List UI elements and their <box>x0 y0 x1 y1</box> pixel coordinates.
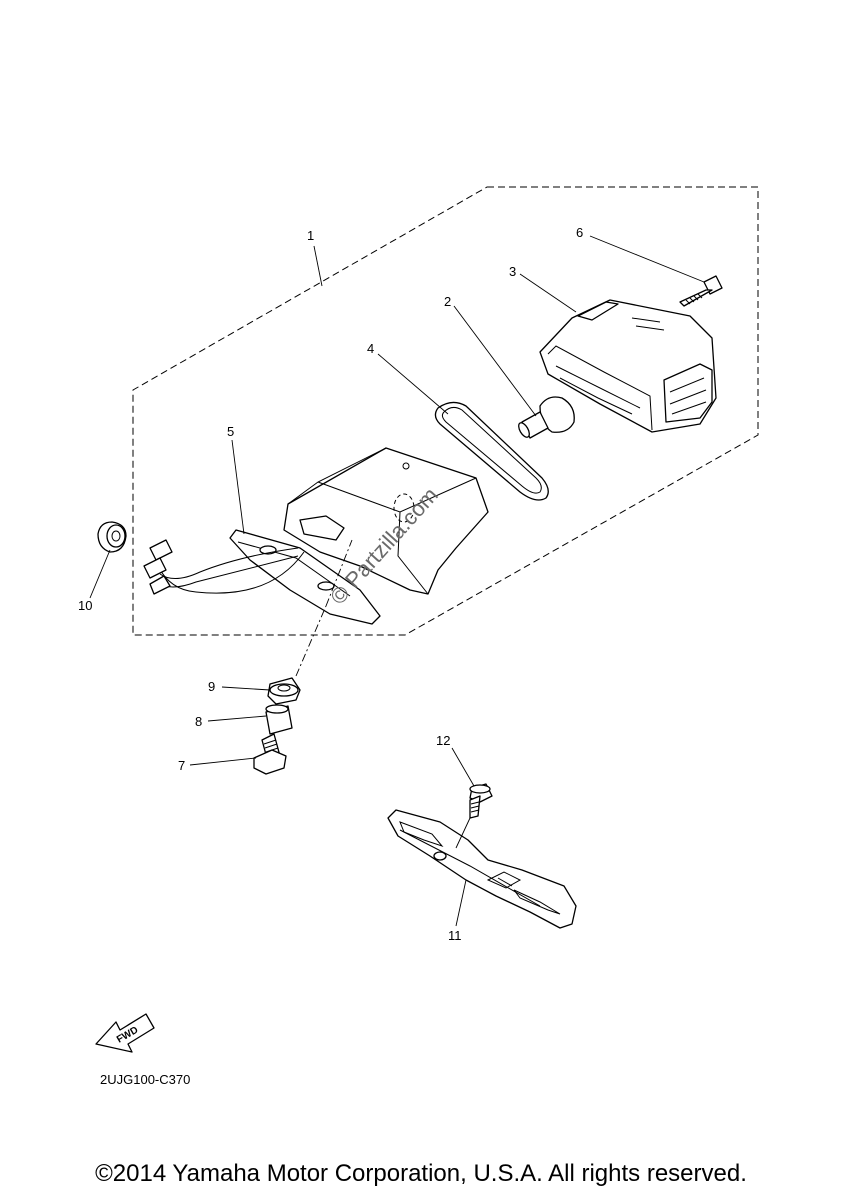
part-3-lens[interactable] <box>539 299 717 433</box>
copyright-notice: ©2014 Yamaha Motor Corporation, U.S.A. A… <box>95 1160 747 1187</box>
part-2-bulb[interactable] <box>517 396 575 439</box>
callout-10[interactable]: 10 <box>78 598 92 613</box>
callout-8[interactable]: 8 <box>195 714 202 729</box>
part-6-screw[interactable] <box>679 275 723 307</box>
callout-3[interactable]: 3 <box>509 264 516 279</box>
callout-12[interactable]: 12 <box>436 733 450 748</box>
part-12-bolt[interactable] <box>469 783 493 819</box>
part-10-grommet[interactable] <box>97 521 127 553</box>
callout-11[interactable]: 11 <box>448 928 462 943</box>
callout-4[interactable]: 4 <box>367 341 374 356</box>
part-7-bolt[interactable] <box>253 733 287 775</box>
part-8-collar[interactable] <box>265 704 293 735</box>
part-11-bracket[interactable] <box>387 809 577 929</box>
diagram-code: 2UJG100-C370 <box>100 1072 190 1087</box>
callout-7[interactable]: 7 <box>178 758 185 773</box>
fwd-arrow-icon: FWD <box>95 1013 155 1053</box>
callout-5[interactable]: 5 <box>227 424 234 439</box>
callout-1[interactable]: 1 <box>307 228 314 243</box>
part-9-grommet[interactable] <box>267 677 301 705</box>
part-4-gasket[interactable] <box>434 401 549 501</box>
callout-9[interactable]: 9 <box>208 679 215 694</box>
callout-2[interactable]: 2 <box>444 294 451 309</box>
leader-lines <box>89 235 705 927</box>
callout-6[interactable]: 6 <box>576 225 583 240</box>
part-5-base[interactable] <box>143 447 489 625</box>
assembly-boundary <box>132 186 759 636</box>
